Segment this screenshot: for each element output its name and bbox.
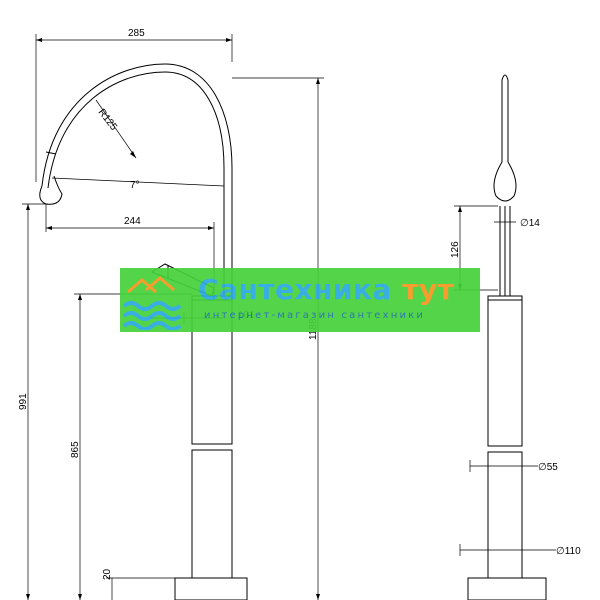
watermark-name-main: Сантехника <box>198 273 403 306</box>
watermark-name-accent: тут <box>402 273 455 306</box>
dim-tip-diameter: ∅14 <box>520 218 540 229</box>
waves-logo-icon <box>122 276 182 330</box>
dim-column-height: 865 <box>70 441 81 458</box>
dim-column-diameter: ∅55 <box>538 462 558 473</box>
dim-spout-height: 991 <box>18 393 29 410</box>
dimension-arrows <box>26 38 462 600</box>
dim-base-thickness: 20 <box>102 568 113 580</box>
dim-angle: 7° <box>130 180 140 191</box>
watermark-brand-name: Сантехника тут <box>198 272 454 308</box>
watermark-tagline: интернет-магазин сантехники <box>204 310 426 321</box>
dim-spout-reach: 244 <box>124 216 141 227</box>
front-view-outline <box>39 63 248 600</box>
dim-width-total: 285 <box>128 28 145 39</box>
dim-spout-drop: 126 <box>450 241 461 258</box>
side-view-dimension-lines <box>454 205 556 556</box>
dim-base-diameter: ∅110 <box>556 546 581 557</box>
watermark-banner: Сантехника тут интернет-магазин сантехни… <box>120 268 480 332</box>
side-view-outline <box>467 74 547 600</box>
